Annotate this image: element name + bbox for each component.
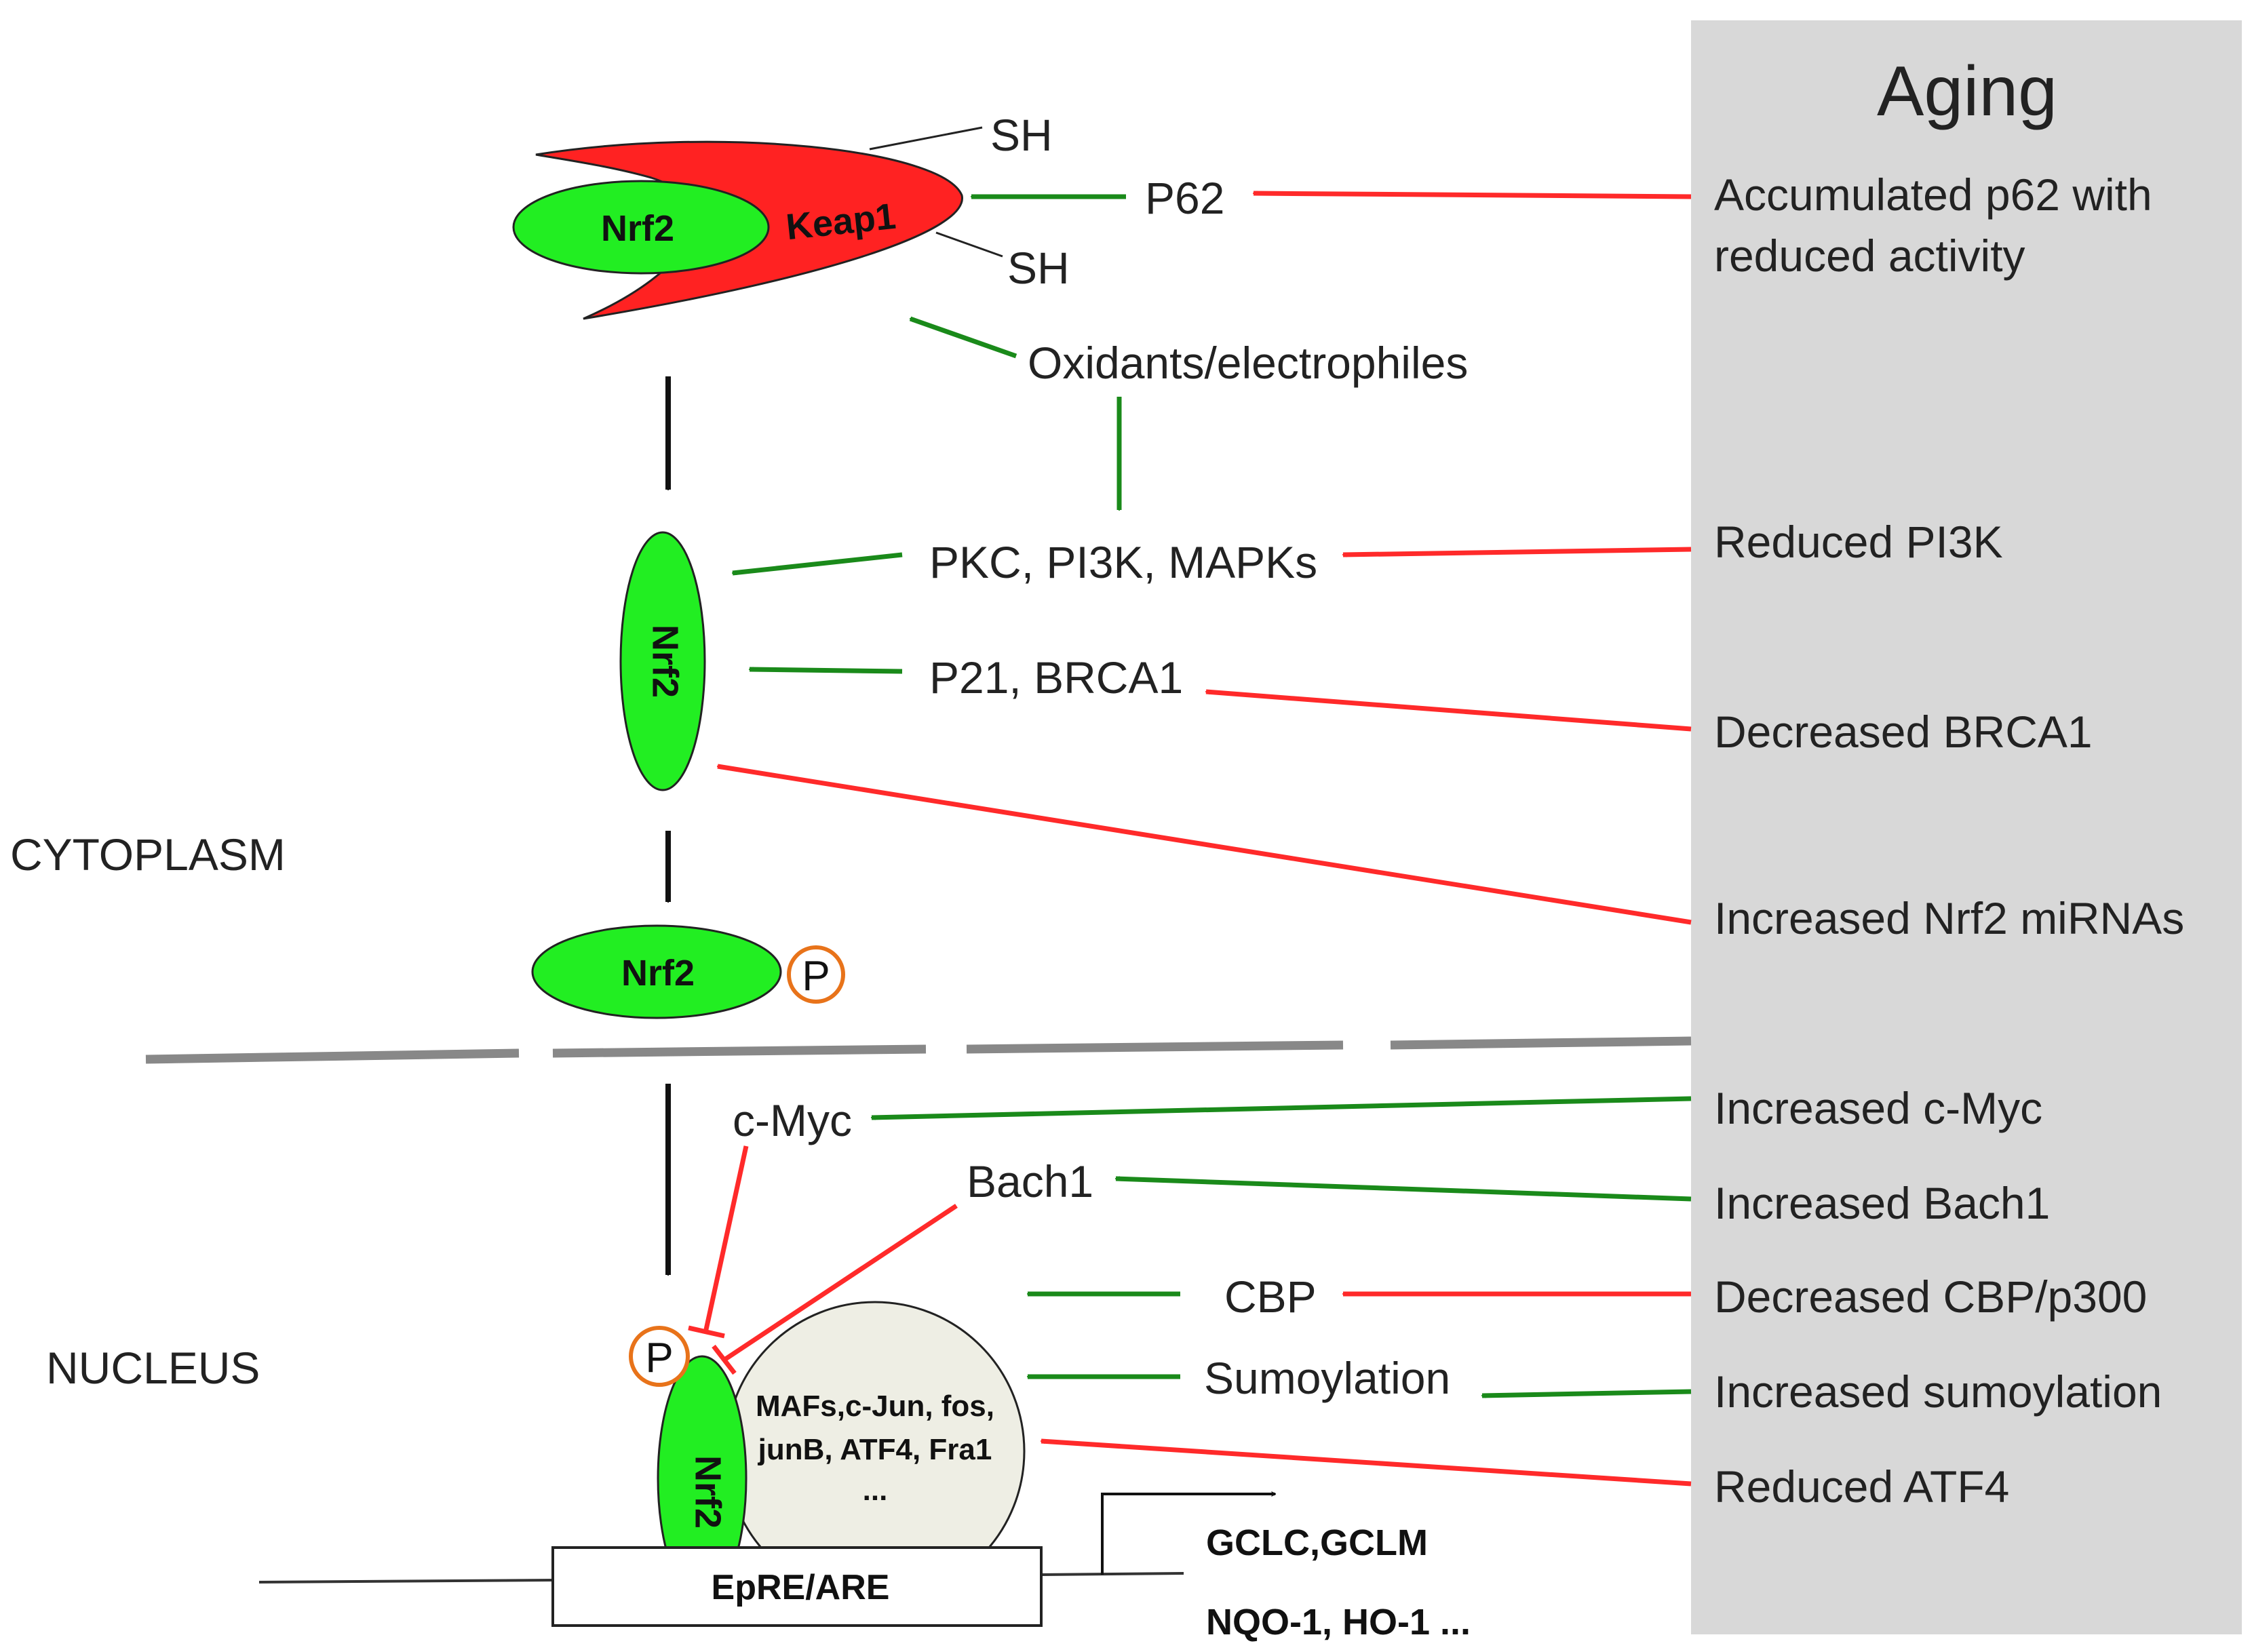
arrow-aging-sumo [1482, 1389, 1692, 1396]
arrow-p21-to-nrf2 [750, 669, 903, 674]
arrow-aging-p62 [1254, 193, 1692, 199]
nrf2-shape-free [619, 531, 706, 791]
inhibition-cmyc [688, 1145, 749, 1339]
aging-title: Aging [1877, 52, 2057, 131]
inhibition-bach1 [712, 1204, 958, 1375]
nrf2-label-nucleus: Nrf2 [688, 1455, 729, 1529]
dna-line-right [1041, 1572, 1184, 1576]
cbp-label: CBP [1224, 1272, 1317, 1322]
kinases-label: PKC, PI3K, MAPKs [929, 537, 1317, 587]
epre-are-box [551, 1546, 1043, 1627]
sh-label-bottom: SH [1007, 243, 1070, 293]
aging-item-cbp: Decreased CBP/p300 [1714, 1272, 2147, 1322]
aging-item-pi3k: Reduced PI3K [1714, 517, 2003, 567]
arrow-aging-mirna [718, 764, 1692, 925]
arrow-kinases-to-nrf2 [733, 552, 903, 576]
cmyc-label: c-Myc [733, 1095, 852, 1145]
nrf2-shape-top [512, 180, 770, 275]
arrow-aging-atf4 [1041, 1441, 1692, 1487]
nrf2-shape-phospho [531, 924, 782, 1019]
epre-are-label: EpRE/ARE [712, 1568, 890, 1607]
sh-label-top: SH [990, 110, 1053, 160]
nrf2-label-phospho: Nrf2 [621, 953, 695, 994]
phospho-circle-nucleus [629, 1326, 690, 1387]
complex-line1: MAFs,c-Jun, fos, [756, 1390, 994, 1423]
phospho-label-cytoplasm: P [802, 953, 830, 1000]
complex-line2: junB, ATF4, Fra1 [758, 1433, 992, 1466]
aging-item-brca1: Decreased BRCA1 [1714, 707, 2093, 757]
transcription-start-arrow [1101, 1494, 1275, 1575]
arrow-aging-bach1 [1116, 1179, 1692, 1202]
nucleus-label: NUCLEUS [46, 1343, 260, 1393]
bach1-label: Bach1 [967, 1156, 1093, 1206]
arrow-oxidants-to-keap1 [910, 316, 1017, 359]
aging-item-atf4: Reduced ATF4 [1714, 1461, 2009, 1512]
oxidants-label: Oxidants/electrophiles [1028, 338, 1468, 388]
aging-item-sumo: Increased sumoylation [1714, 1366, 2162, 1417]
aging-item-cmyc: Increased c-Myc [1714, 1083, 2042, 1133]
sumoylation-label: Sumoylation [1204, 1353, 1450, 1403]
target-genes-line1: GCLC,GCLM [1206, 1522, 1428, 1563]
p62-label: P62 [1145, 173, 1224, 223]
dna-line-left [258, 1579, 554, 1584]
complex-line3: ... [863, 1474, 888, 1507]
arrow-aging-brca1 [1206, 692, 1692, 732]
nuclear-membrane [145, 1036, 1692, 1064]
p21-brca1-label: P21, BRCA1 [929, 652, 1183, 703]
nrf2-label-top: Nrf2 [601, 208, 674, 249]
target-genes-line2: NQO-1, HO-1 ... [1206, 1602, 1471, 1643]
nrf2-label-free: Nrf2 [645, 625, 686, 698]
aging-item-bach1: Increased Bach1 [1714, 1178, 2050, 1228]
cytoplasm-label: CYTOPLASM [10, 829, 286, 880]
aging-item-p62-line1: Accumulated p62 with [1714, 170, 2152, 220]
nrf2-keap1-complex: Nrf2 Keap1 SH SH [512, 110, 1070, 320]
arrow-aging-cmyc [872, 1096, 1692, 1118]
phospho-circle-cytoplasm [787, 945, 845, 1004]
phospho-label-nucleus: P [645, 1335, 673, 1381]
aging-item-p62-line2: reduced activity [1714, 231, 2025, 281]
arrow-aging-pi3k [1343, 547, 1692, 555]
aging-item-mirna: Increased Nrf2 miRNAs [1714, 893, 2184, 943]
aging-panel [1691, 20, 2242, 1634]
